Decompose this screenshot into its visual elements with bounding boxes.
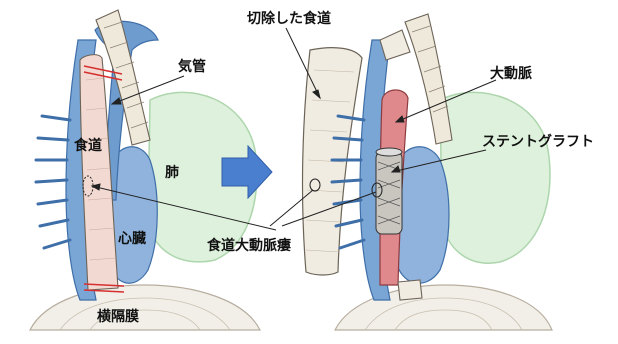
label-esophagus: 食道 (74, 139, 102, 153)
label-trachea: 気管 (178, 60, 206, 74)
right-panel (332, 14, 552, 330)
label-lung: 肺 (165, 166, 179, 180)
right-heart (396, 147, 449, 283)
right-trachea (405, 14, 452, 144)
left-diaphragm (30, 285, 260, 330)
label-heart: 心臓 (118, 232, 146, 246)
label-resected-esophagus: 切除した食道 (247, 12, 331, 26)
label-aortoesophageal-fistula: 食道大動脈瘻 (207, 239, 291, 253)
right-lung (440, 92, 550, 263)
label-diaphragm: 横隔膜 (97, 310, 139, 324)
label-stent-graft: ステントグラフト (482, 135, 594, 149)
right-diaphragm (335, 285, 552, 330)
label-aorta: 大動脈 (490, 67, 532, 81)
stent-graft (376, 148, 402, 234)
